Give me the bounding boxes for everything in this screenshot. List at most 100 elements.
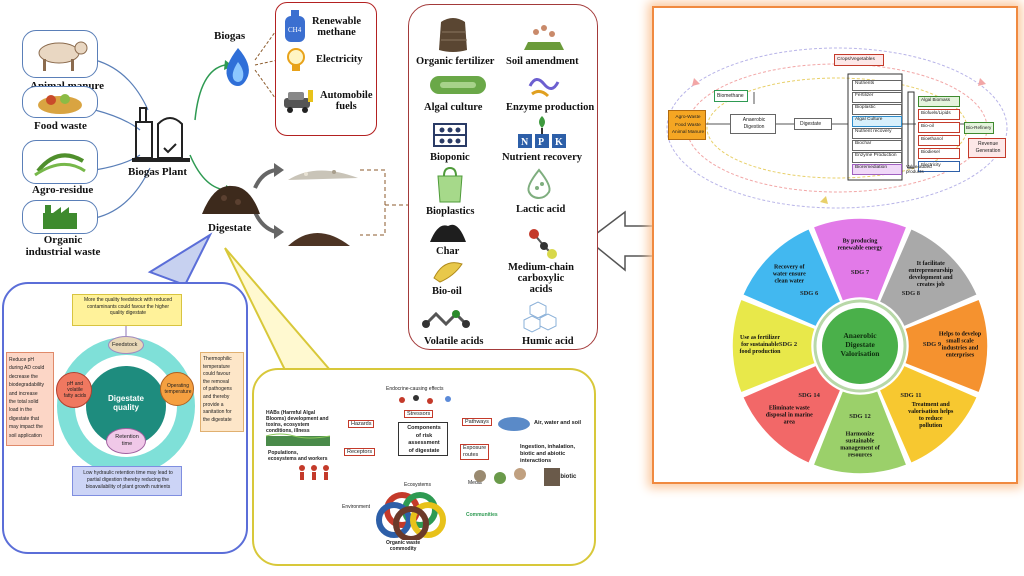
enzyme-production-label: Enzyme production: [506, 102, 595, 113]
flow-crops-box: Crops/Vegetables: [834, 54, 884, 66]
gas-cylinder-icon: CH4: [285, 10, 305, 42]
flow-digestate-text: Digestate: [800, 121, 822, 127]
sdg-code-label: SDG 9: [923, 341, 942, 348]
risk-endocrine: Endocrine-causing effects: [386, 386, 444, 392]
flow-list-item: Nutrients: [852, 80, 902, 91]
lightbulb-icon: [287, 48, 305, 71]
flow-anaerobic-text: Anaerobic Digestion: [742, 117, 766, 130]
feedstock-agro-residue-label: Agro-residue: [32, 184, 94, 196]
sdg-segment: [903, 298, 989, 394]
air-water-soil-icon: [498, 417, 530, 431]
organic-fertilizer-label: Organic fertilizer: [416, 56, 495, 67]
flow-anaerobic-box: Anaerobic Digestion: [730, 114, 776, 134]
mcca-label: Medium-chain carboxylic acids: [508, 262, 574, 295]
risk-air-water-soil: Air, water and soil: [534, 420, 582, 426]
sdg-code-label: SDG 6: [800, 290, 819, 297]
char-icon: [430, 224, 466, 242]
flow-digestate-box: Digestate: [794, 118, 832, 130]
electricity-label: Electricity: [316, 54, 363, 65]
quality-bottom-note-text: Low hydraulic retention time may lead to…: [83, 470, 173, 490]
flow-high-value: Value-added products: [906, 164, 932, 174]
nutrient-recovery-label: Nutrient recovery: [502, 152, 582, 163]
feedstock-food-waste: [22, 86, 98, 118]
food-icon: [38, 94, 82, 114]
risk-ring-left: Environment: [342, 504, 371, 510]
sdg-code-label: SDG 12: [849, 413, 871, 420]
flow-agro-waste-box: Agro-Waste Food Waste Animal Manure: [668, 110, 706, 140]
sdg-segment: [741, 364, 842, 465]
digestate-pile-icon: [202, 185, 260, 214]
bioponic-label: Bioponic: [430, 152, 470, 163]
flow-list-item: Enzyme Production: [852, 152, 902, 163]
sdg-segment: [741, 227, 842, 328]
quality-left-note: Reduce pH during AD could decrease the b…: [6, 352, 54, 446]
risk-ring-bottom: Organic waste commodity: [386, 540, 421, 552]
biogas-plant-icon: [132, 107, 190, 162]
risk-hazards: Hazards: [348, 420, 375, 428]
flow-mid-list: Algal Biomass Biofuels/Lipids Bio-oil Bi…: [918, 96, 960, 174]
factory-icon: [43, 205, 77, 229]
sdg-code-label: SDG 11: [900, 392, 921, 399]
sdg-code-label: SDG 14: [798, 392, 820, 399]
cow-icon: [38, 41, 88, 71]
npk-p: P: [538, 137, 544, 148]
ch4-text: CH4: [288, 26, 302, 34]
flow-list-item: Bioremediation: [852, 164, 902, 175]
npk-n: N: [521, 137, 529, 148]
fertilizer-sack-icon: [439, 18, 467, 52]
enzyme-molecule-icon: [528, 78, 560, 98]
char-label: Char: [436, 246, 460, 257]
quality-top-note: More the quality feedstock with reduced …: [72, 294, 182, 326]
quality-right-note-text: Thermophilic temperature could favour th…: [203, 356, 232, 423]
people-icon: [299, 465, 329, 480]
quality-left-note-text: Reduce pH during AD could decrease the b…: [9, 357, 45, 439]
flow-list: Nutrients Fertilizer Bioplastic Algal Cu…: [852, 80, 902, 176]
solid-digestate-icon: [288, 233, 350, 246]
bioplastic-bag-icon: [437, 166, 463, 203]
flow-agro-waste-text: Agro-Waste Food Waste Animal Manure: [671, 115, 705, 135]
bio-oil-icon: [433, 262, 463, 283]
risk-stressors: Stressors: [404, 410, 434, 418]
algal-culture-label: Algal culture: [424, 102, 483, 113]
digestate-label: Digestate: [208, 222, 252, 234]
sdg-segment: [731, 298, 817, 394]
quality-ph-text: pH and volatile fatty acids: [63, 381, 87, 399]
soil-amendment-label: Soil amendment: [506, 56, 579, 67]
risk-populations: Populations, ecosystems and workers: [268, 450, 328, 462]
quality-operating-node: Operating temperature: [160, 372, 194, 406]
quality-retention-node: Retention time: [106, 428, 146, 454]
flame-icon: [226, 48, 249, 86]
quality-retention-text: Retention time: [115, 434, 139, 447]
sdg-segment: [878, 227, 979, 328]
flow-list-item: Algal Culture: [852, 116, 902, 127]
media-icons: [474, 468, 560, 486]
quality-feedstock-node: Feedstock: [108, 336, 144, 354]
feedstock-agro-residue: [22, 140, 98, 184]
flow-biomethane-box: Biomethane: [714, 90, 748, 102]
biogas-label: Biogas: [214, 30, 246, 42]
flow-biorefinery-text: Bio-Refinery: [966, 125, 992, 130]
risk-pathways: Pathways: [462, 418, 492, 426]
sdg-segment: [812, 389, 908, 475]
volatile-acids-label: Volatile acids: [424, 336, 484, 347]
lactic-acid-label: Lactic acid: [516, 204, 566, 215]
flow-list-item: Fertilizer: [852, 92, 902, 103]
biogas-plant-label: Biogas Plant: [128, 166, 187, 178]
humic-acid-label: Humic acid: [522, 336, 574, 347]
flow-mid-item: Biodiesel: [918, 148, 960, 159]
flow-list-item: Bioplastic: [852, 104, 902, 115]
car-fuel-icon: [284, 90, 313, 113]
flow-mid-item: Algal Biomass: [918, 96, 960, 107]
bioplastics-label: Bioplastics: [426, 206, 475, 217]
flow-mid-item: Electricity: [918, 161, 960, 172]
risk-center-box: Components of risk assessment of digesta…: [398, 422, 448, 456]
liquid-digestate-icon: [288, 170, 358, 180]
flow-biomethane-text: Biomethane: [717, 93, 744, 99]
